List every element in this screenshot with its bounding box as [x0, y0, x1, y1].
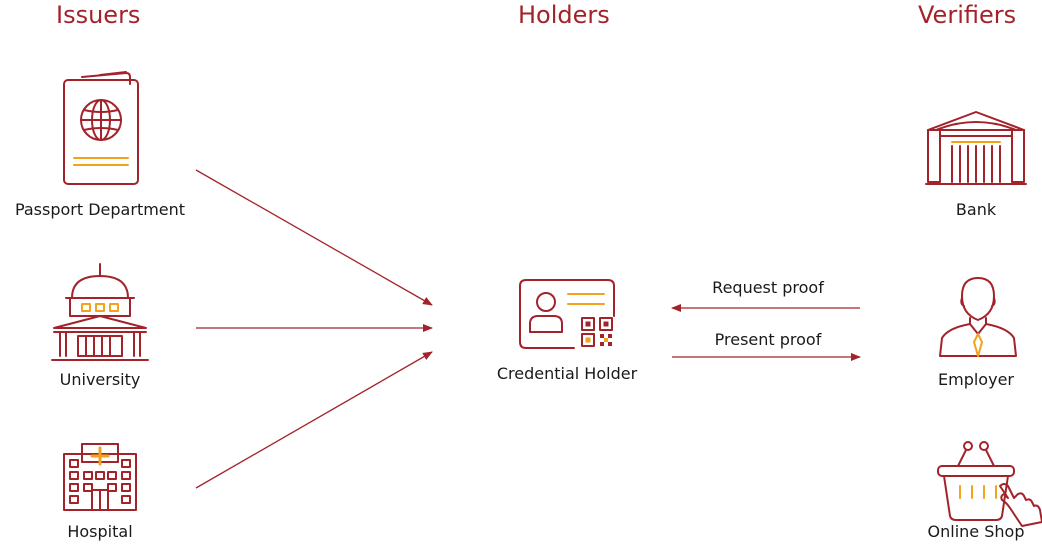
holder-label: Credential Holder: [496, 364, 638, 383]
hospital-icon: [63, 443, 137, 511]
verifier-bank-label: Bank: [955, 200, 997, 219]
verifier-online-shop-label: Online Shop: [927, 522, 1025, 541]
university-building-icon: [51, 263, 149, 361]
issuer-university-label: University: [59, 370, 141, 389]
verifiers-heading: Verifiers: [918, 1, 1017, 29]
passport-icon: [63, 71, 139, 185]
issuers-heading: Issuers: [56, 1, 141, 29]
arrow-hospital-to-holder: [195, 351, 433, 489]
issuer-hospital-label: Hospital: [67, 522, 133, 541]
verifier-employer-label: Employer: [938, 370, 1014, 389]
request-proof-label: Request proof: [712, 278, 824, 297]
present-proof-label: Present proof: [714, 330, 822, 349]
issuer-passport-label: Passport Department: [14, 200, 186, 219]
credential-id-card-icon: [519, 279, 615, 349]
holders-heading: Holders: [518, 1, 610, 29]
shopping-basket-icon: [937, 441, 1042, 527]
arrow-passport-to-holder: [195, 169, 433, 306]
bank-icon: [925, 111, 1027, 185]
employer-person-icon: [939, 277, 1017, 357]
